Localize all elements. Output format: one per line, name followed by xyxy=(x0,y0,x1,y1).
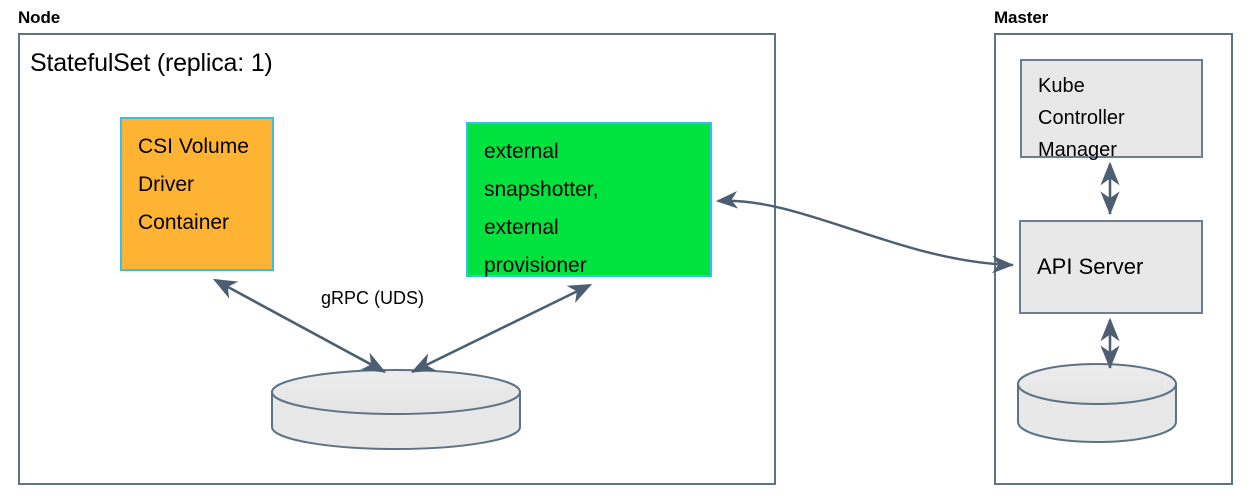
external-snapshotter-provisioner-label: external snapshotter, external provision… xyxy=(484,140,599,277)
kube-controller-manager-box[interactable]: Kube Controller Manager xyxy=(1020,59,1203,161)
node-zone-label: Node xyxy=(18,8,61,27)
grpc-uds-edge-label: gRPC (UDS) xyxy=(321,288,425,308)
emptydir-volume-label: EmptyDir Volume xyxy=(330,408,462,427)
master-zone-label: Master xyxy=(994,8,1049,27)
api-server-box[interactable]: API Server xyxy=(1019,220,1203,314)
etcd-label: etcd xyxy=(1036,398,1076,421)
csi-volume-driver-container[interactable]: CSI Volume Driver Container xyxy=(120,117,274,271)
external-snapshotter-provisioner-container[interactable]: external snapshotter, external provision… xyxy=(466,122,712,277)
csi-volume-driver-container-label: CSI Volume Driver Container xyxy=(138,135,249,234)
api-server-label: API Server xyxy=(1037,254,1144,279)
kube-controller-manager-label: Kube Controller Manager xyxy=(1038,75,1125,161)
statefulset-title: StatefulSet (replica: 1) xyxy=(30,49,273,77)
